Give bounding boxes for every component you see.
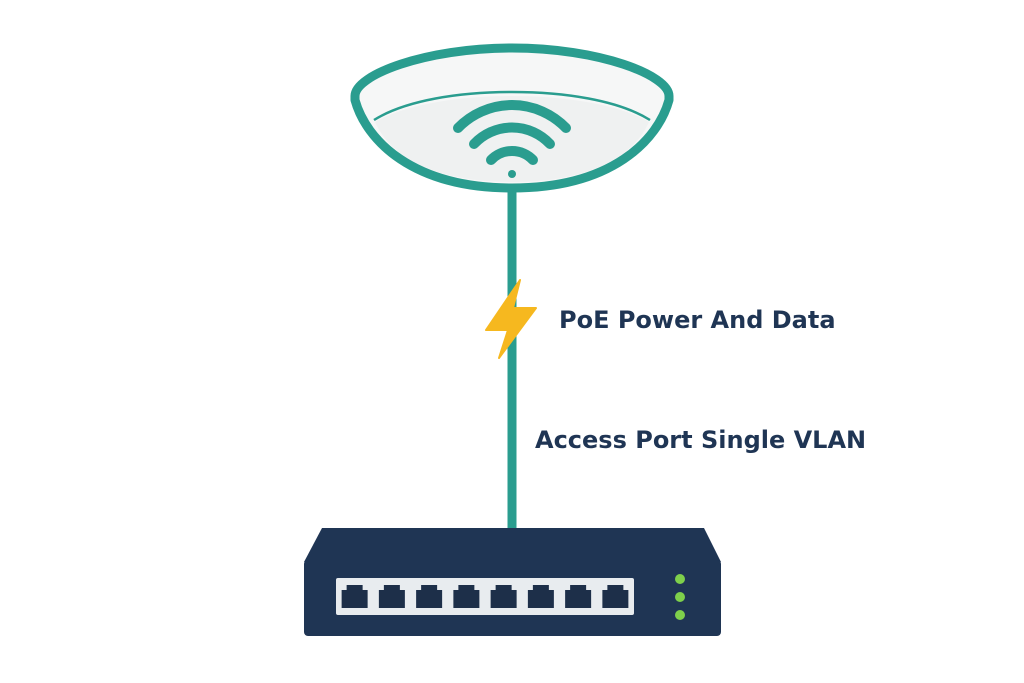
port-panel — [336, 578, 634, 615]
lightning-bolt-icon — [485, 279, 537, 359]
ethernet-port-icon — [378, 585, 405, 608]
ceiling-access-point-icon — [350, 43, 674, 193]
ethernet-port-icon — [565, 585, 592, 608]
status-led-icon — [675, 574, 685, 584]
wifi-icon — [453, 100, 571, 178]
ethernet-port-icon — [453, 585, 480, 608]
status-led-icon — [675, 610, 685, 620]
network-switch-icon — [304, 528, 721, 636]
access-port-label: Access Port Single VLAN — [535, 426, 867, 454]
ethernet-port-icon — [602, 585, 629, 608]
ethernet-port-icon — [527, 585, 554, 608]
status-led-icon — [675, 592, 685, 602]
poe-power-label: PoE Power And Data — [559, 306, 836, 334]
ethernet-port-icon — [341, 585, 368, 608]
ethernet-port-icon — [490, 585, 517, 608]
ethernet-port-icon — [416, 585, 443, 608]
